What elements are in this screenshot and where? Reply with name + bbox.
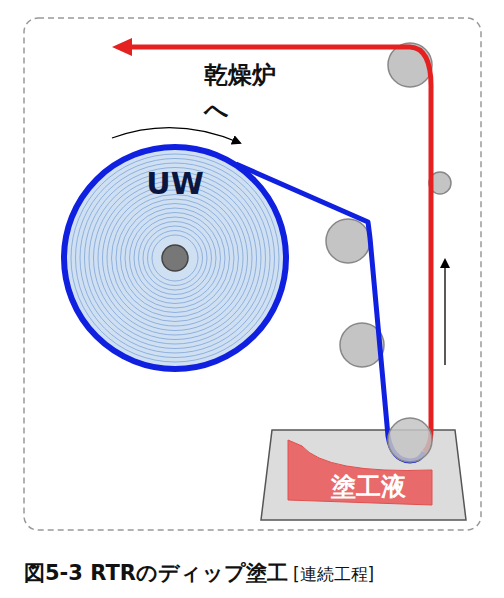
frame [24, 18, 481, 530]
roll-label: UW [146, 166, 203, 201]
unwind-roll: UW [60, 143, 290, 373]
travel-arrow [444, 260, 445, 365]
figure-caption: 図5-3 RTRのディップ塗工 [24, 561, 288, 585]
coating-liquid: 塗工液 [286, 438, 434, 508]
dryer-label: 乾燥炉へ [204, 58, 281, 128]
dip-roller [388, 418, 432, 462]
caption-note: [連続工程] [293, 564, 374, 584]
rotation-arrow [112, 128, 240, 143]
caption-row: 図5-3 RTRのディップ塗工[連続工程] [24, 559, 374, 587]
bath [261, 430, 466, 520]
web-arrowhead [112, 38, 132, 56]
liquid-label: 塗工液 [331, 470, 406, 503]
